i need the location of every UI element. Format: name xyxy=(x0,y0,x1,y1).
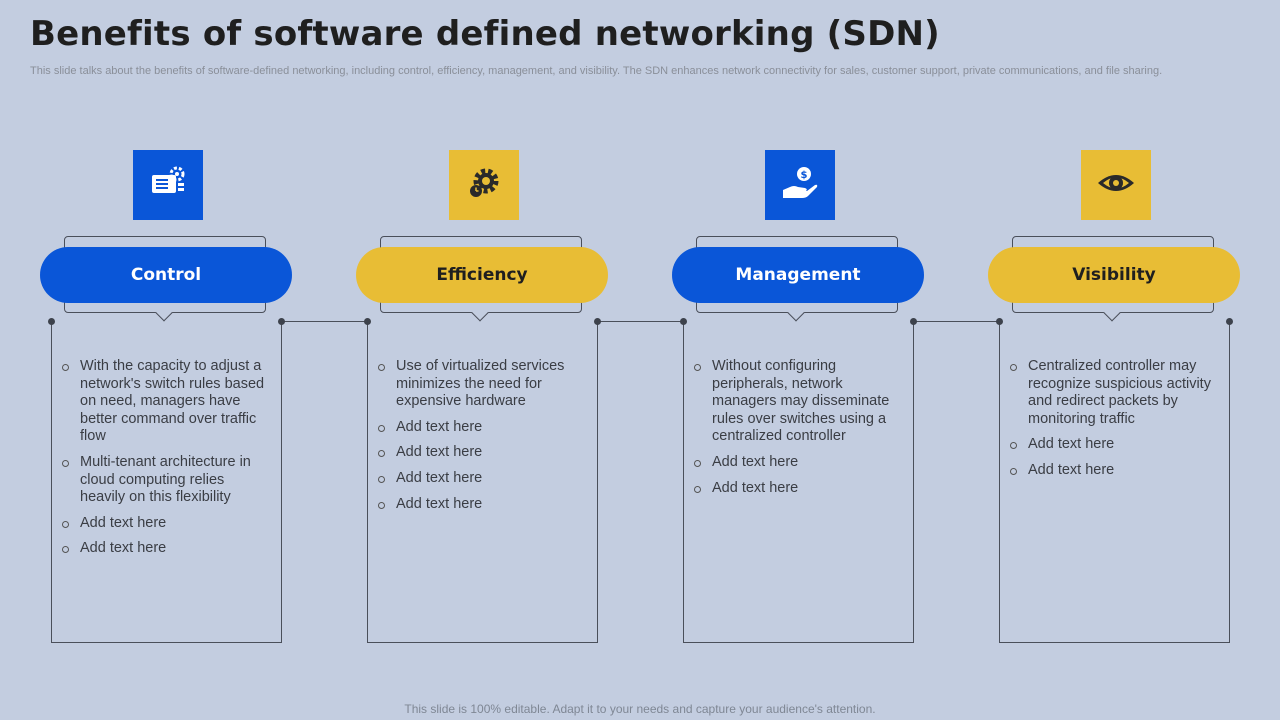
icon-tile xyxy=(449,150,519,220)
icon-tile: $ xyxy=(765,150,835,220)
list-item: Add text here xyxy=(1010,436,1220,454)
list-item: Use of virtualized services minimizes th… xyxy=(378,358,588,411)
connector-dot xyxy=(594,318,601,325)
pill-label-efficiency: Efficiency xyxy=(356,247,608,303)
connector-dot xyxy=(910,318,917,325)
icon-tile xyxy=(1081,150,1151,220)
points-box xyxy=(999,321,1230,643)
page-subtitle: This slide talks about the benefits of s… xyxy=(30,65,1163,77)
pill-label-control: Control xyxy=(40,247,292,303)
list-item: Add text here xyxy=(378,444,588,462)
list-item: Add text here xyxy=(378,419,588,437)
connector-line xyxy=(598,321,684,323)
pill-label-visibility: Visibility xyxy=(988,247,1240,303)
list-item: Add text here xyxy=(62,540,272,558)
points-list: With the capacity to adjust a network's … xyxy=(62,358,272,566)
connector-dot xyxy=(48,318,55,325)
connector-dot xyxy=(996,318,1003,325)
connector-dot xyxy=(1226,318,1233,325)
connector-dot xyxy=(278,318,285,325)
points-list: Use of virtualized services minimizes th… xyxy=(378,358,588,521)
list-item: With the capacity to adjust a network's … xyxy=(62,358,272,446)
eye-icon xyxy=(1096,163,1136,208)
points-box xyxy=(683,321,914,643)
list-item: Multi-tenant architecture in cloud compu… xyxy=(62,454,272,507)
pill-label-management: Management xyxy=(672,247,924,303)
server-settings-icon xyxy=(148,163,188,208)
points-box xyxy=(51,321,282,643)
list-item: Add text here xyxy=(694,480,904,498)
connector-dot xyxy=(364,318,371,325)
list-item: Without configuring peripherals, network… xyxy=(694,358,904,446)
gear-clock-icon xyxy=(464,163,504,208)
page-title: Benefits of software defined networking … xyxy=(30,14,940,54)
footer-note: This slide is 100% editable. Adapt it to… xyxy=(404,702,876,716)
points-list: Without configuring peripherals, network… xyxy=(694,358,904,505)
hand-dollar-icon: $ xyxy=(780,163,820,208)
icon-tile xyxy=(133,150,203,220)
list-item: Add text here xyxy=(1010,462,1220,480)
points-box xyxy=(367,321,598,643)
list-item: Add text here xyxy=(378,496,588,514)
connector-dot xyxy=(680,318,687,325)
connector-line xyxy=(914,321,1000,323)
benefit-card-visibility: Visibility Centralized controller may re… xyxy=(988,150,1240,645)
list-item: Add text here xyxy=(62,515,272,533)
benefit-card-management: $ Management Without configuring periphe… xyxy=(672,150,924,645)
svg-text:$: $ xyxy=(801,170,808,181)
benefit-card-control: Control With the capacity to adjust a ne… xyxy=(40,150,292,645)
list-item: Centralized controller may recognize sus… xyxy=(1010,358,1220,428)
points-list: Centralized controller may recognize sus… xyxy=(1010,358,1220,488)
connector-line xyxy=(282,321,368,323)
list-item: Add text here xyxy=(694,454,904,472)
benefit-card-efficiency: Efficiency Use of virtualized services m… xyxy=(356,150,608,645)
list-item: Add text here xyxy=(378,470,588,488)
